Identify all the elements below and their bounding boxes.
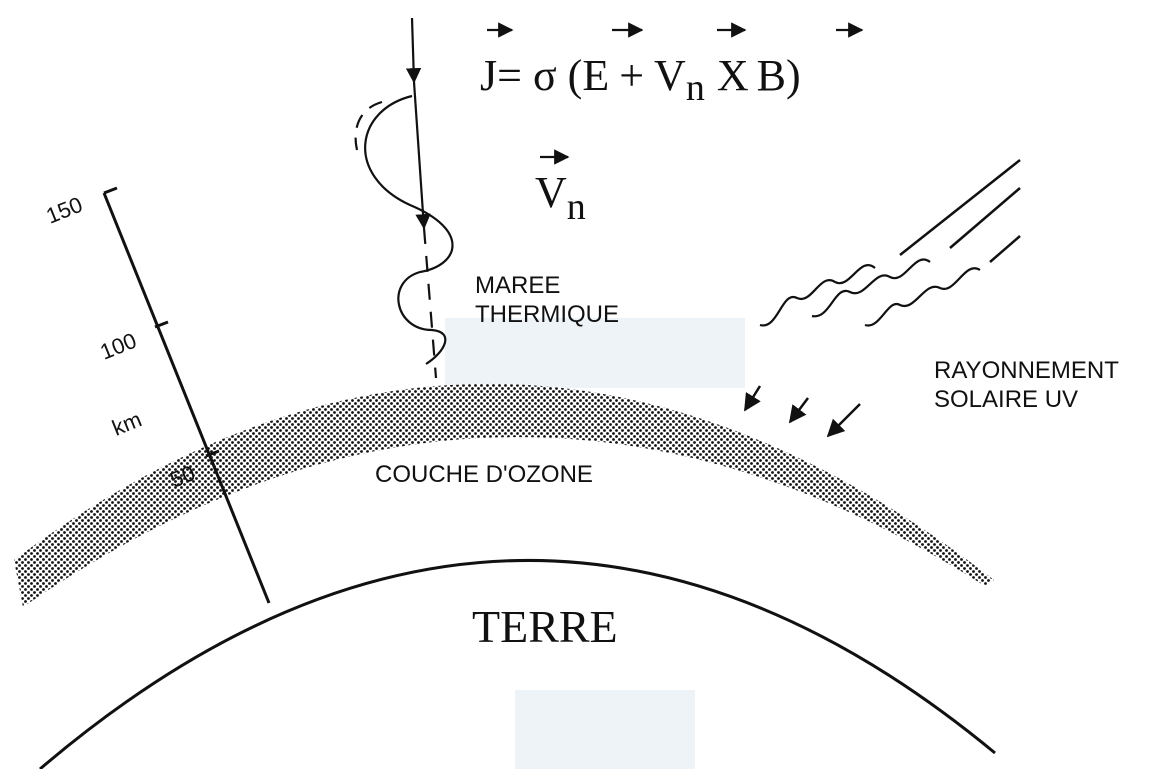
eq-field-e: E [582,51,609,100]
altitude-tick-150 [103,186,118,195]
altitude-unit: km [109,406,146,440]
eq-plus: + [619,51,644,100]
eq-equals-sigma: = σ ( [497,51,582,100]
wind-label-sub: n [567,186,586,228]
altitude-tick-100 [154,320,169,329]
radiation-label-line2: SOLAIRE UV [934,386,1078,413]
eq-wind-sub: n [686,67,705,109]
eq-times: X [717,51,749,100]
eq-magnetic-b: B [757,51,786,100]
tide-label-line2: THERMIQUE [475,301,619,328]
eq-close-paren: ) [786,51,801,100]
eq-wind-v: V [654,51,686,100]
scan-tint [445,318,745,388]
altitude-label-100: 100 [97,328,140,365]
wind-vector-line-lower [422,227,438,379]
ozone-layer-band [14,383,994,607]
radiation-label-line1: RAYONNEMENT [934,357,1119,384]
altitude-axis-line [102,192,271,604]
wind-vector-line-middle [412,81,431,230]
altitude-tick-50 [205,449,220,458]
eq-current-j: J [480,51,497,100]
wind-label: Vn [535,168,586,228]
earth-label: TERRE [472,601,618,652]
thermal-tide-wave [364,94,454,365]
tide-label-line1: MAREE [475,272,560,299]
wind-label-v: V [535,168,567,217]
earth-surface-arc [39,559,996,769]
scan-tint [515,690,695,769]
vector-overarrows [487,22,864,165]
thermal-tide-wave-dash [354,100,383,151]
wind-vector-line-upper [405,17,422,84]
altitude-label-150: 150 [43,192,86,229]
solar-radiation-rays [743,159,1021,438]
ozone-label: COUCHE D'OZONE [375,461,593,488]
